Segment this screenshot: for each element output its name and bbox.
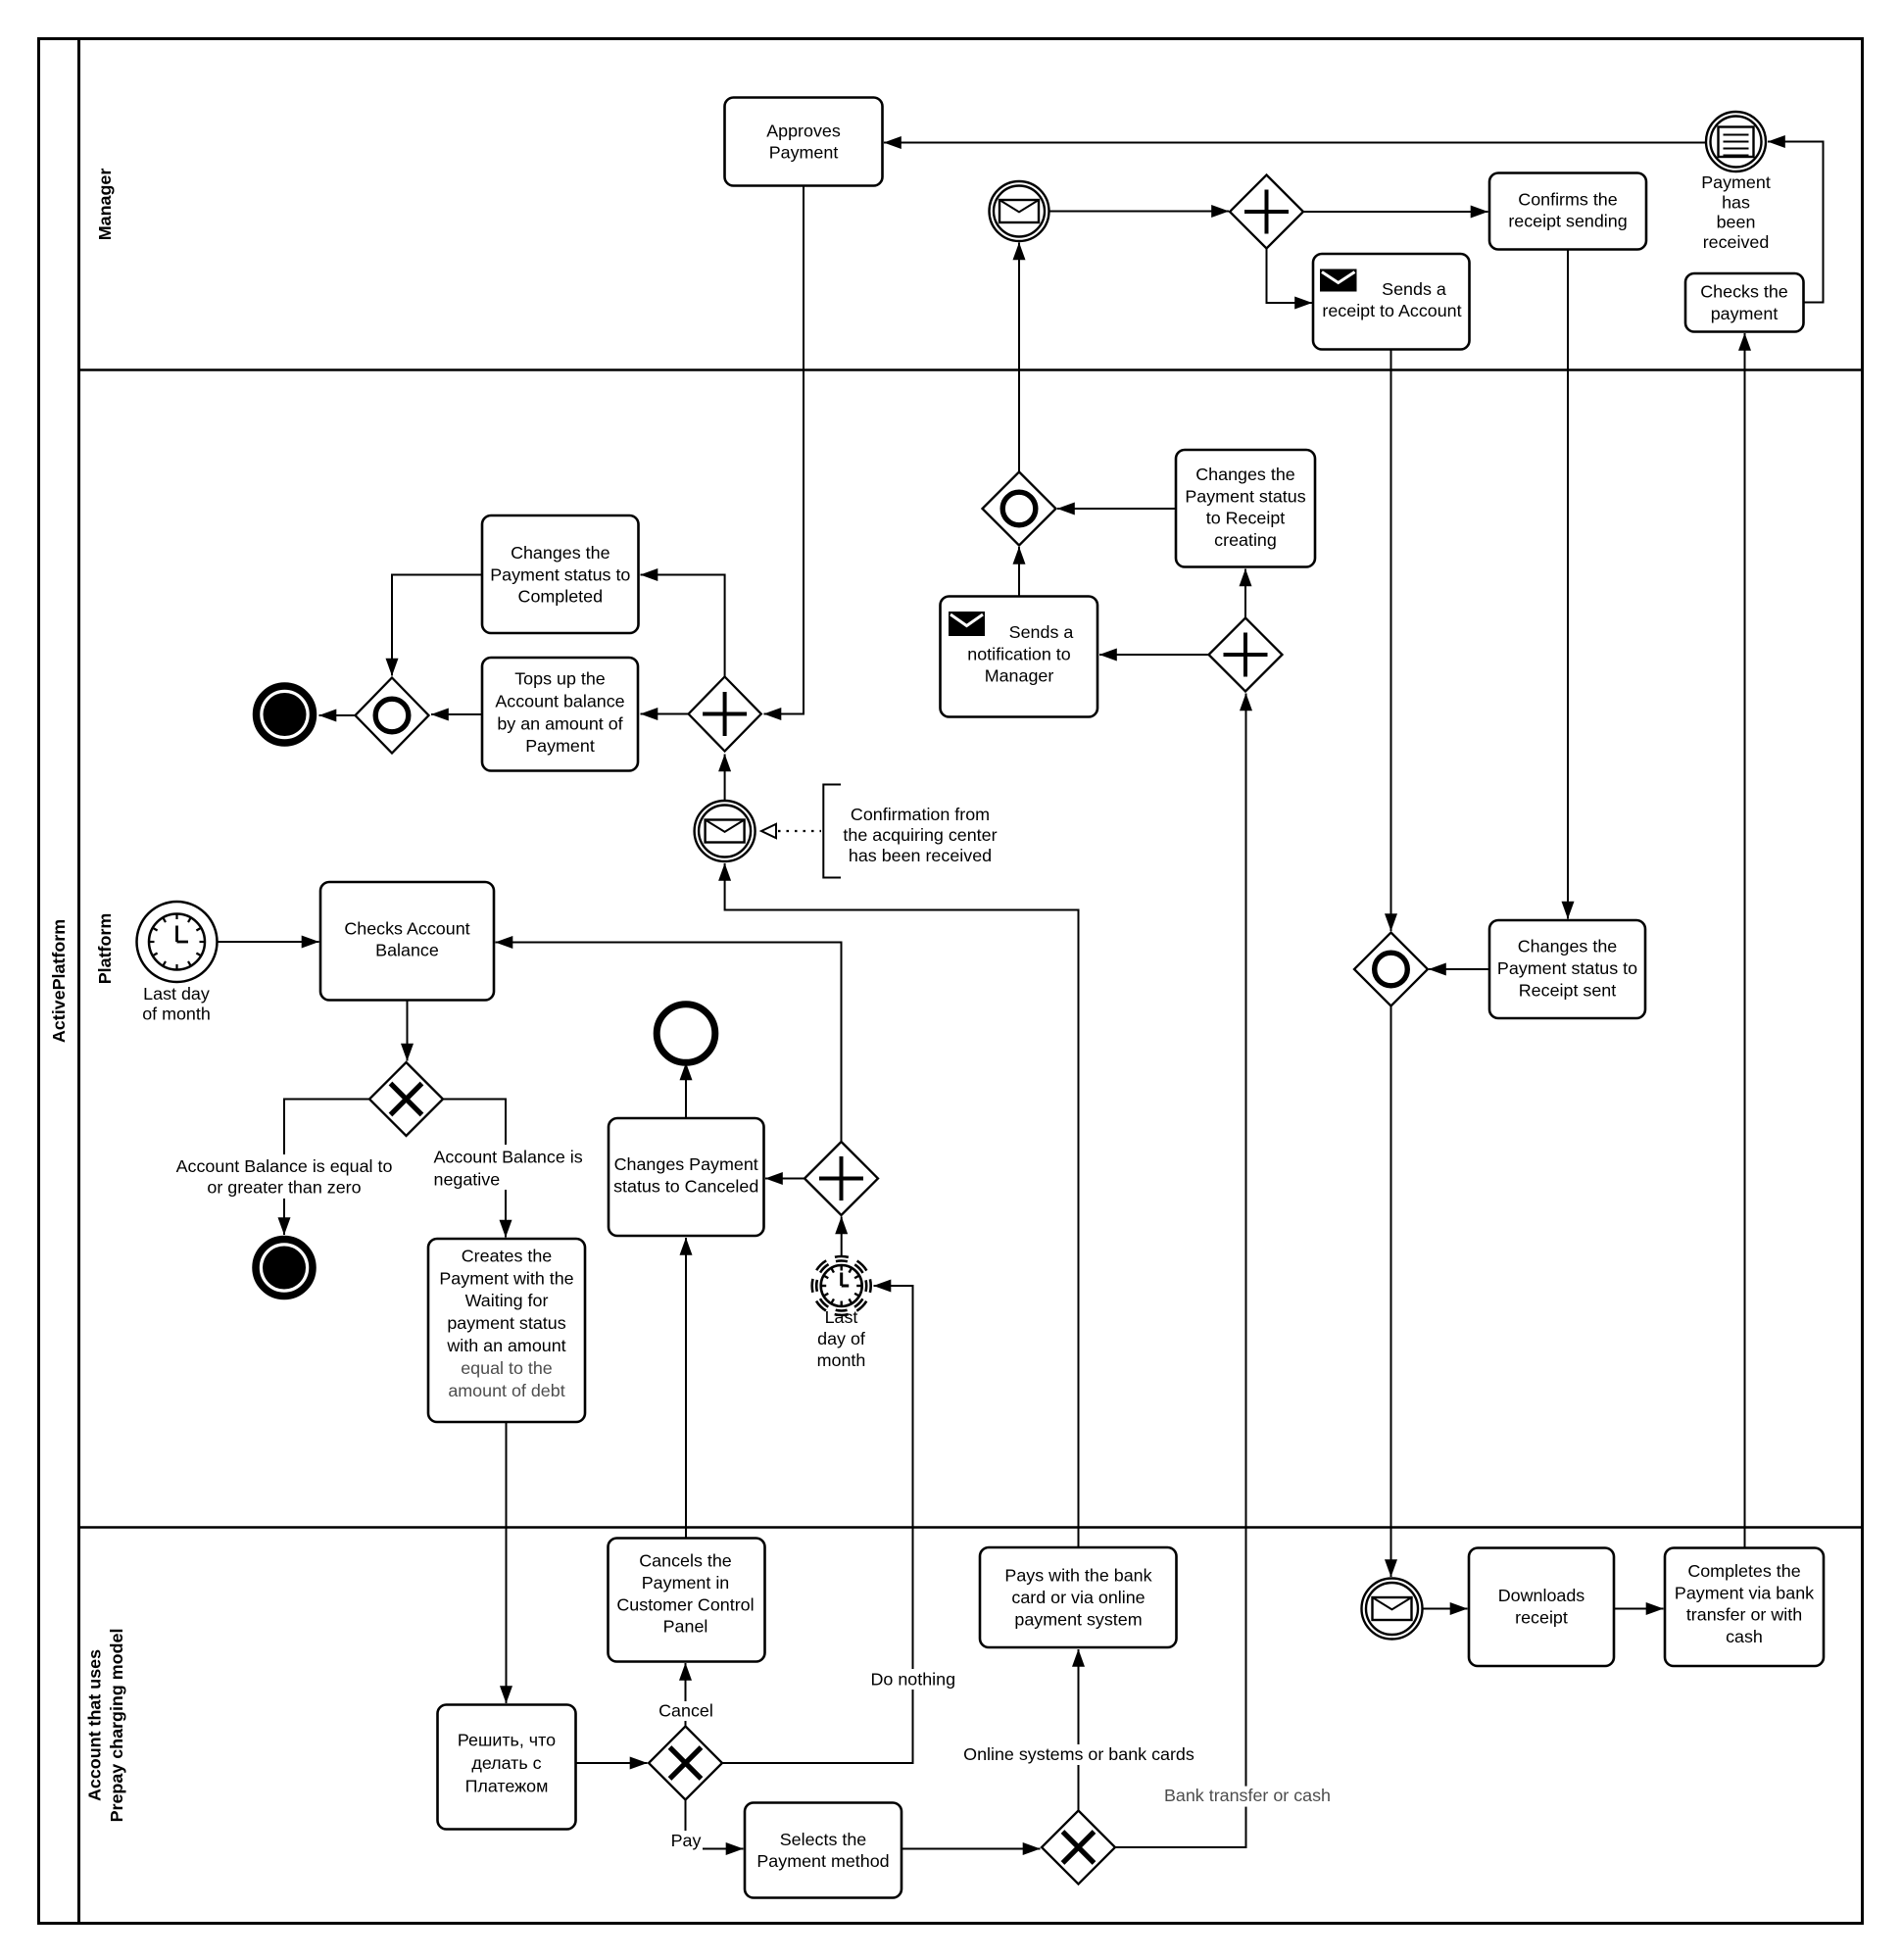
svg-text:Receipt sent: Receipt sent: [1519, 980, 1616, 1000]
svg-text:with an amount: with an amount: [446, 1336, 565, 1355]
svg-text:Checks Account: Checks Account: [344, 919, 469, 939]
svg-text:the acquiring center: the acquiring center: [843, 825, 997, 845]
svg-text:payment: payment: [1711, 304, 1779, 323]
svg-text:Payment method: Payment method: [756, 1851, 889, 1871]
svg-text:делать с: делать с: [471, 1753, 541, 1773]
svg-text:Confirmation from: Confirmation from: [851, 805, 990, 824]
svg-text:Changes Payment: Changes Payment: [614, 1154, 758, 1174]
svg-text:Prepay charging model: Prepay charging model: [107, 1629, 126, 1823]
svg-text:receipt: receipt: [1515, 1608, 1568, 1628]
svg-text:cash: cash: [1726, 1627, 1763, 1646]
svg-text:Payment status: Payment status: [1185, 486, 1305, 506]
svg-text:Checks the: Checks the: [1700, 282, 1788, 302]
svg-text:Account Balance is equal to: Account Balance is equal to: [176, 1156, 393, 1176]
svg-text:Balance: Balance: [375, 941, 439, 960]
svg-text:Selects the: Selects the: [780, 1830, 867, 1849]
svg-text:Payment via bank: Payment via bank: [1675, 1583, 1814, 1602]
svg-text:Pays with the bank: Pays with the bank: [1004, 1566, 1151, 1586]
svg-text:Payment status to: Payment status to: [490, 564, 630, 584]
svg-text:Platform: Platform: [95, 913, 115, 985]
svg-text:receipt to Account: receipt to Account: [1322, 301, 1461, 320]
svg-text:ActivePlatform: ActivePlatform: [49, 919, 69, 1043]
svg-text:Payment with the: Payment with the: [439, 1268, 573, 1288]
svg-text:status to Canceled: status to Canceled: [613, 1176, 758, 1196]
svg-text:or greater than zero: or greater than zero: [207, 1178, 361, 1198]
svg-text:negative: negative: [434, 1170, 501, 1190]
svg-text:of month: of month: [142, 1004, 211, 1024]
svg-text:received: received: [1703, 232, 1770, 252]
svg-text:Downloads: Downloads: [1498, 1586, 1585, 1605]
svg-text:Bank transfer or cash: Bank transfer or cash: [1164, 1786, 1331, 1805]
svg-text:notification to: notification to: [967, 644, 1070, 663]
svg-text:Payment in: Payment in: [642, 1573, 730, 1592]
svg-text:Tops up the: Tops up the: [514, 669, 606, 689]
svg-text:Completed: Completed: [518, 587, 604, 607]
svg-text:day of: day of: [817, 1329, 865, 1348]
svg-text:Changes the: Changes the: [511, 543, 610, 563]
svg-text:Last day: Last day: [143, 984, 210, 1004]
svg-text:creating: creating: [1214, 530, 1277, 550]
svg-text:amount of debt: amount of debt: [448, 1381, 564, 1400]
svg-text:Pay: Pay: [671, 1831, 702, 1850]
svg-text:Online systems or bank cards: Online systems or bank cards: [963, 1744, 1194, 1764]
svg-text:Creates the: Creates the: [462, 1246, 553, 1265]
svg-text:payment system: payment system: [1014, 1609, 1142, 1629]
svg-text:transfer or with: transfer or with: [1686, 1605, 1802, 1625]
svg-text:Cancel: Cancel: [658, 1701, 713, 1721]
svg-text:Waiting for: Waiting for: [465, 1291, 549, 1310]
svg-text:to Receipt: to Receipt: [1206, 509, 1286, 528]
svg-text:has: has: [1722, 192, 1750, 212]
svg-text:Approves: Approves: [766, 122, 841, 141]
svg-text:has been received: has been received: [849, 846, 992, 865]
svg-text:Payment: Payment: [525, 736, 595, 756]
svg-text:by an amount of: by an amount of: [497, 713, 622, 733]
svg-text:Account balance: Account balance: [495, 691, 624, 710]
svg-text:card or via online: card or via online: [1011, 1588, 1145, 1607]
svg-text:Payment status to: Payment status to: [1497, 958, 1637, 978]
svg-text:Changes the: Changes the: [1518, 937, 1618, 956]
svg-text:Payment: Payment: [769, 143, 839, 163]
svg-text:Last: Last: [825, 1307, 858, 1327]
svg-text:Completes the: Completes the: [1687, 1561, 1800, 1581]
svg-text:Платежом: Платежом: [465, 1777, 549, 1796]
svg-text:Sends a: Sends a: [1009, 622, 1074, 642]
svg-text:been: been: [1717, 213, 1756, 232]
svg-text:Customer Control: Customer Control: [616, 1594, 754, 1614]
svg-text:equal to the: equal to the: [461, 1358, 553, 1378]
svg-text:month: month: [817, 1350, 866, 1370]
svg-text:payment status: payment status: [447, 1313, 565, 1333]
svg-text:Account Balance is: Account Balance is: [434, 1148, 583, 1167]
svg-text:Cancels the: Cancels the: [639, 1551, 732, 1571]
svg-text:Manager: Manager: [95, 169, 115, 241]
svg-text:Manager: Manager: [985, 666, 1054, 686]
svg-text:Confirms the: Confirms the: [1518, 189, 1617, 209]
svg-text:Sends a: Sends a: [1382, 279, 1446, 299]
svg-text:Account that uses: Account that uses: [85, 1649, 105, 1801]
svg-text:Panel: Panel: [663, 1617, 708, 1637]
svg-text:receipt sending: receipt sending: [1508, 212, 1627, 231]
svg-text:Do nothing: Do nothing: [871, 1670, 956, 1690]
svg-text:Changes the: Changes the: [1195, 465, 1295, 484]
svg-text:Payment: Payment: [1701, 172, 1771, 192]
svg-text:Решить, что: Решить, что: [458, 1730, 556, 1749]
